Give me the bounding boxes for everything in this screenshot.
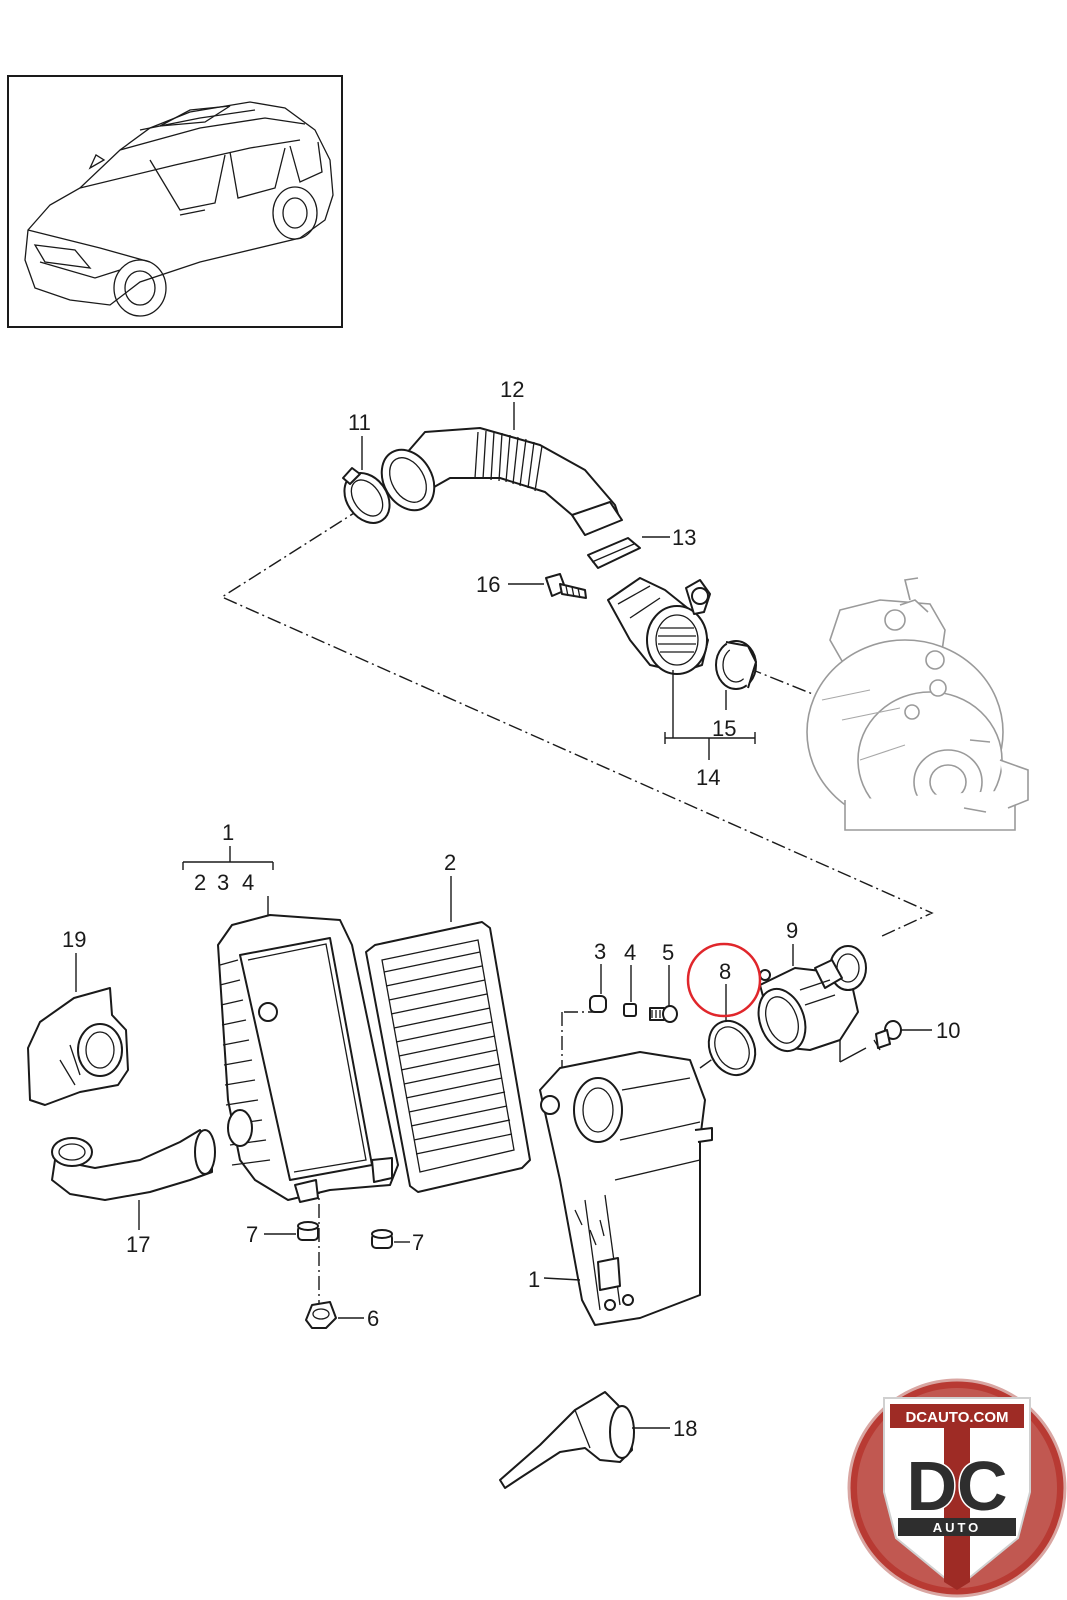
part-14-connection-pipe: [607, 577, 711, 675]
part-8-highlight-circle: [686, 942, 762, 1018]
callout-14: 14: [696, 765, 720, 790]
callouts: 11 12 13 16 15 14 1 2 3 4 2 19 3 4 5 8 9…: [62, 377, 960, 1441]
logo-monogram: DC: [906, 1447, 1007, 1525]
part-12-intake-hose: [380, 427, 623, 536]
callout-1-lower: 1: [528, 1267, 540, 1292]
part-7-rubber-mount-left: [297, 1221, 319, 1241]
part-6-grommet: [305, 1301, 337, 1329]
callout-16: 16: [476, 572, 500, 597]
turbocharger-context: [806, 577, 1029, 831]
part-17-intake-hose: [51, 1129, 216, 1201]
callout-2-sub: 2: [194, 870, 206, 895]
callout-18: 18: [673, 1416, 697, 1441]
part-2-filter-element: [365, 921, 531, 1193]
part-10-screw: [873, 1020, 902, 1051]
logo-site-text: DCAUTO.COM: [905, 1409, 1008, 1426]
callout-13: 13: [672, 525, 696, 550]
part-1-lower-housing: [539, 1051, 713, 1326]
part-16-screw: [545, 573, 587, 599]
part-13-clip: [587, 537, 641, 569]
callout-11: 11: [348, 410, 371, 435]
leader-lines: [75, 402, 932, 1429]
callout-4-sub: 4: [242, 870, 254, 895]
callout-1-upper: 1: [222, 820, 234, 845]
part-7-rubber-mount-right: [371, 1229, 393, 1249]
part-1-air-filter-housing: [217, 914, 399, 1203]
part-11-hose-clamp: [342, 467, 391, 524]
callout-10: 10: [936, 1018, 960, 1043]
vehicle-thumbnail: [7, 75, 343, 328]
callout-3-sub: 3: [217, 870, 229, 895]
callout-9: 9: [786, 918, 798, 943]
callout-15: 15: [712, 716, 736, 741]
part-8-o-ring: [707, 1019, 757, 1077]
part-4-spacer: [623, 1003, 637, 1017]
part-5-screw: [649, 1005, 678, 1023]
callout-19: 19: [62, 927, 86, 952]
part-9-air-mass-sensor: [757, 945, 867, 1052]
callout-12: 12: [500, 377, 524, 402]
part-15-sealing-sleeve: [715, 640, 757, 690]
callout-7-right: 7: [412, 1230, 424, 1255]
callout-5: 5: [662, 940, 674, 965]
callout-8: 8: [719, 959, 731, 984]
callout-4: 4: [624, 940, 636, 965]
part-19-air-duct: [27, 987, 129, 1106]
dcauto-watermark-logo: DCAUTO.COM DC AUTO: [847, 1378, 1067, 1598]
callout-17: 17: [126, 1232, 150, 1257]
part-3-grommet: [589, 995, 607, 1013]
callout-2: 2: [444, 850, 456, 875]
logo-auto-text: AUTO: [933, 1520, 982, 1535]
part-18-air-guide: [499, 1391, 635, 1489]
callout-7-left: 7: [246, 1222, 258, 1247]
suv-illustration: [24, 101, 334, 317]
callout-6: 6: [367, 1306, 379, 1331]
callout-3: 3: [594, 939, 606, 964]
